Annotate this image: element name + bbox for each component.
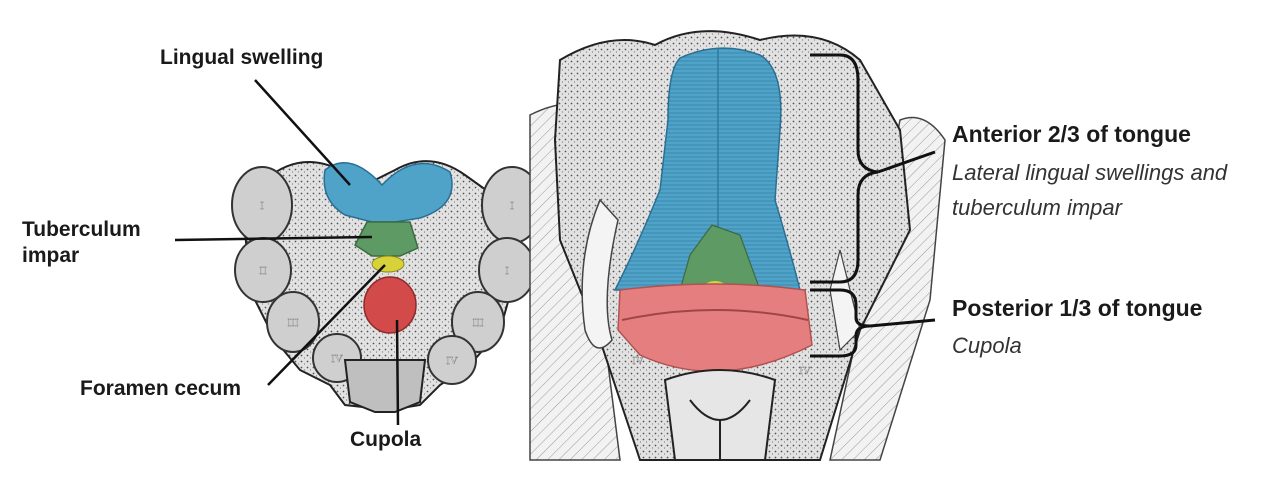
label-posterior-title: Posterior 1/3 of tongue	[952, 295, 1202, 322]
laryngeal-region	[345, 360, 425, 412]
lingual-swelling-region	[324, 163, 452, 222]
right-tongue-figure	[530, 31, 945, 460]
label-anterior-sub-1: Lateral lingual swellings and	[952, 160, 1227, 186]
numeral-3-left: III	[288, 317, 299, 329]
numeral-3-right: III	[473, 317, 484, 329]
foramen-cecum-region	[372, 256, 404, 272]
numeral-1-right: I	[510, 200, 514, 212]
cupola-region-left	[364, 277, 416, 333]
posterior-tongue-region	[618, 284, 812, 371]
label-anterior-sub-2: tuberculum impar	[952, 195, 1122, 221]
numeral-2-left: II	[259, 265, 267, 277]
numeral-4-left: IV	[331, 353, 343, 365]
label-lingual-swelling: Lingual swelling	[160, 46, 323, 70]
leader-cupola	[397, 320, 398, 425]
label-anterior-title: Anterior 2/3 of tongue	[952, 121, 1191, 148]
label-tuberculum-impar-1: Tuberculum	[22, 218, 141, 242]
numeral-4-right-figure-left: IV	[632, 355, 644, 367]
numeral-4-right: IV	[446, 355, 458, 367]
numeral-4-right-figure-right: IV	[799, 365, 811, 377]
label-tuberculum-impar-2: impar	[22, 244, 79, 268]
left-embryo-floor	[175, 80, 542, 425]
numeral-1-left: I	[260, 200, 264, 212]
tuberculum-impar-region	[355, 222, 418, 256]
label-foramen-cecum: Foramen cecum	[80, 377, 241, 401]
numeral-2-right: I	[505, 265, 509, 277]
label-posterior-sub: Cupola	[952, 333, 1022, 359]
label-cupola: Cupola	[350, 428, 421, 452]
